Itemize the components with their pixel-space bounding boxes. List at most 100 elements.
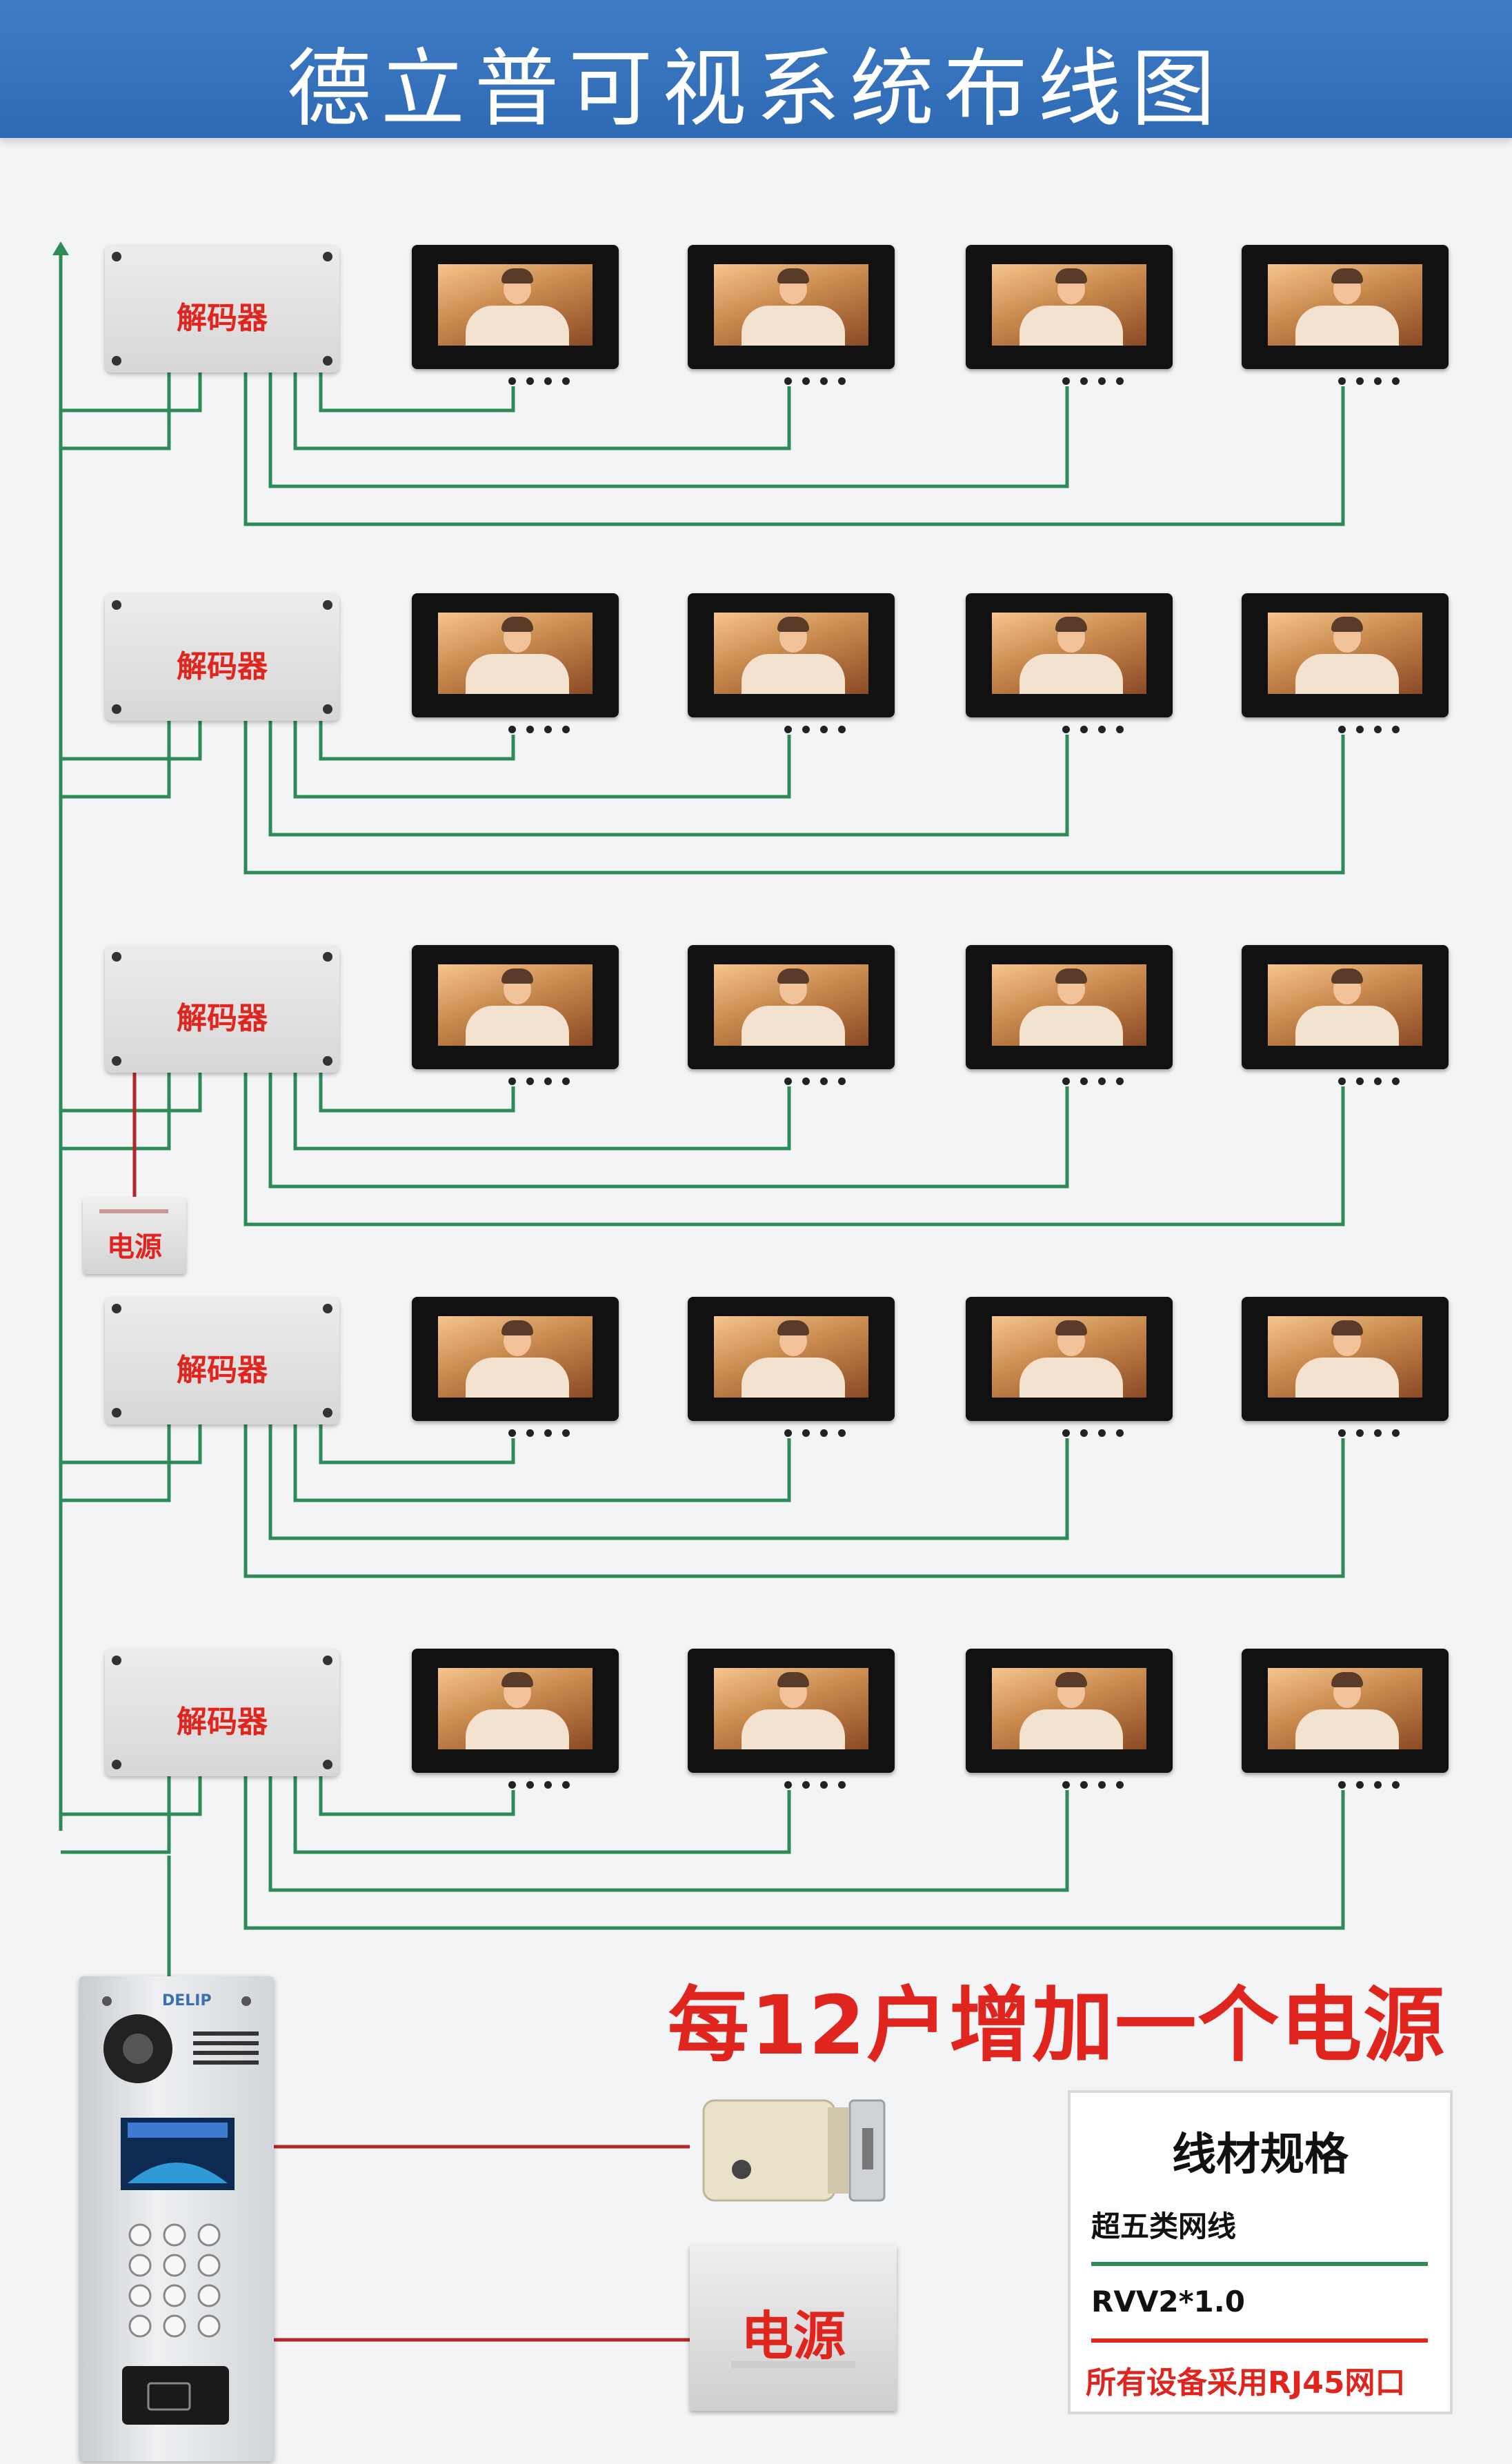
spec-network-cable-label: 超五类网线 — [1091, 2209, 1237, 2243]
wire-line — [319, 1424, 515, 1464]
monitor-buttons-icon — [1338, 723, 1414, 733]
monitor-screen-photo — [438, 964, 593, 1046]
screw-icon — [323, 252, 332, 261]
screw-icon — [112, 600, 121, 610]
monitor-buttons-icon — [1062, 723, 1138, 733]
wire-line — [293, 1073, 791, 1151]
monitor-buttons-icon — [1338, 1427, 1414, 1437]
screw-icon — [323, 600, 332, 610]
wire-line — [243, 372, 1345, 526]
panel-brand-logo: DELIP — [162, 1992, 212, 2009]
card-reader-icon — [122, 2366, 229, 2425]
screw-icon — [102, 1996, 112, 2006]
monitor-screen-photo — [1268, 964, 1422, 1046]
monitor-buttons-icon — [1062, 1075, 1138, 1085]
indoor-monitor — [966, 945, 1173, 1069]
monitor-buttons-icon — [784, 1075, 860, 1085]
decoder-label: 解码器 — [177, 1705, 268, 1740]
monitor-screen-photo — [714, 964, 868, 1046]
screw-icon — [112, 1656, 121, 1665]
spec-power-cable-line — [1091, 2338, 1428, 2343]
indoor-monitor — [966, 593, 1173, 717]
main-power-supply-label: 电源 — [741, 2305, 846, 2367]
spec-note: 所有设备采用RJ45网口 — [1086, 2365, 1406, 2401]
indoor-monitor — [688, 1649, 895, 1773]
monitor-buttons-icon — [784, 1427, 860, 1437]
screw-icon — [323, 704, 332, 714]
wire-line — [61, 1073, 202, 1113]
decoder-box: 解码器 — [105, 1297, 339, 1424]
decoder-box: 解码器 — [105, 945, 339, 1073]
monitor-buttons-icon — [508, 375, 584, 385]
speaker-grille-icon — [193, 2031, 259, 2065]
wire-line — [319, 1073, 515, 1113]
indoor-monitor — [966, 1297, 1173, 1421]
screw-icon — [323, 1056, 332, 1066]
indoor-monitor — [688, 593, 895, 717]
electric-lock-icon — [690, 2094, 890, 2207]
power-supply-nameplate — [731, 2361, 855, 2368]
wire-line — [268, 1776, 1069, 1892]
wire-line — [293, 721, 791, 799]
screw-icon — [112, 704, 121, 714]
screw-icon — [323, 1304, 332, 1313]
decoder-box: 解码器 — [105, 245, 339, 372]
monitor-buttons-icon — [508, 1778, 584, 1789]
decoder-label: 解码器 — [177, 1353, 268, 1388]
wire-line — [293, 1776, 791, 1854]
monitor-screen-photo — [438, 1668, 593, 1749]
indoor-monitor — [688, 1297, 895, 1421]
screw-icon — [323, 1408, 332, 1418]
screw-icon — [112, 356, 121, 366]
wire-line — [293, 372, 791, 450]
wire-line — [268, 372, 1069, 488]
spec-title: 线材规格 — [1172, 2129, 1349, 2180]
wire-line — [319, 372, 515, 413]
indoor-monitor — [412, 945, 619, 1069]
wire-line — [243, 1073, 1345, 1226]
decoder-box: 解码器 — [105, 593, 339, 721]
arrow-up-icon — [52, 241, 69, 255]
power-notice: 每12户增加一个电源 — [668, 1978, 1446, 2073]
monitor-buttons-icon — [1062, 1427, 1138, 1437]
screw-icon — [241, 1996, 251, 2006]
monitor-buttons-icon — [784, 1778, 860, 1789]
indoor-monitor — [412, 245, 619, 369]
monitor-screen-photo — [714, 613, 868, 694]
screw-icon — [323, 952, 332, 962]
wire-line — [319, 721, 515, 761]
wire-line — [243, 1424, 1345, 1578]
door-panel-graphic: DELIP — [102, 1992, 259, 2425]
monitor-screen-photo — [438, 613, 593, 694]
title-bar: 德立普可视系统布线图 — [0, 0, 1512, 138]
indoor-monitor — [412, 1297, 619, 1421]
screw-icon — [323, 356, 332, 366]
screw-icon — [112, 1056, 121, 1066]
indoor-monitor — [1242, 945, 1449, 1069]
screw-icon — [323, 1760, 332, 1769]
spec-power-cable-label: RVV2*1.0 — [1091, 2285, 1245, 2318]
wire-line — [61, 372, 171, 450]
wire-line — [268, 721, 1069, 837]
monitor-screen-photo — [438, 264, 593, 346]
monitor-screen-photo — [992, 264, 1146, 346]
monitor-screen-photo — [714, 264, 868, 346]
monitor-screen-photo — [714, 1316, 868, 1398]
indoor-monitor — [688, 245, 895, 369]
spec-network-cable-line — [1091, 2262, 1428, 2266]
wire-line — [268, 1424, 1069, 1540]
monitor-buttons-icon — [1338, 1778, 1414, 1789]
indoor-monitor — [1242, 245, 1449, 369]
monitor-screen-photo — [992, 964, 1146, 1046]
decoder-label: 解码器 — [177, 649, 268, 684]
monitor-buttons-icon — [508, 723, 584, 733]
wire-line — [243, 721, 1345, 875]
indoor-monitor — [412, 593, 619, 717]
wire-line — [61, 1073, 171, 1151]
monitor-screen-photo — [1268, 613, 1422, 694]
indoor-monitor — [688, 945, 895, 1069]
screw-icon — [112, 1760, 121, 1769]
monitor-screen-photo — [1268, 1316, 1422, 1398]
indoor-monitor — [412, 1649, 619, 1773]
